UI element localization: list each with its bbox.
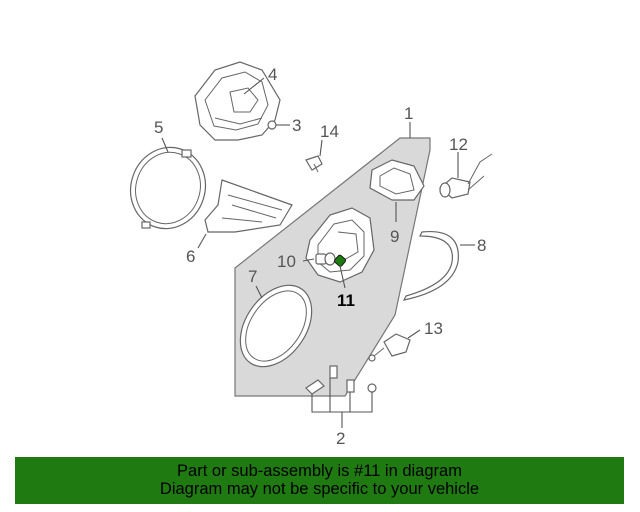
callout-3: 3: [292, 116, 301, 135]
leader-10: [302, 258, 315, 262]
callout-1: 1: [404, 104, 413, 123]
part-lens-7: [239, 284, 313, 368]
part-highlighted-11: [334, 254, 347, 267]
leader-4: [243, 77, 265, 95]
banner-line-2: Diagram may not be specific to your vehi…: [159, 480, 480, 498]
callout-7: 7: [248, 267, 257, 286]
part-socket-12: [439, 153, 493, 199]
part-bulb-10: [315, 252, 336, 266]
leader-11: [339, 265, 346, 289]
part-bracket: [204, 179, 293, 233]
info-banner: Part or sub-assembly is #11 in diagram D…: [15, 457, 624, 504]
callout-2: 2: [336, 429, 345, 448]
exploded-parts-diagram: 1 2 3 4 5 6 7 8 9 10 11 12 13 14: [129, 61, 493, 448]
callout-4: 4: [268, 65, 277, 84]
part-ring: [129, 146, 207, 230]
callout-6: 6: [186, 247, 195, 266]
callout-14: 14: [320, 122, 339, 141]
part-fasteners-2: [305, 365, 377, 428]
callout-13: 13: [424, 319, 443, 338]
callout-5: 5: [154, 118, 163, 137]
leader-5: [161, 137, 169, 153]
callout-10: 10: [277, 252, 296, 271]
part-trim-8: [402, 230, 459, 301]
part-holder-9: [369, 159, 425, 201]
banner-line-1: Part or sub-assembly is #11 in diagram: [177, 462, 462, 480]
leader-7: [255, 285, 263, 299]
callout-12: 12: [449, 135, 468, 154]
leader-14: [319, 139, 323, 157]
callout-9: 9: [390, 227, 399, 246]
callout-11: 11: [337, 291, 355, 310]
callout-8: 8: [477, 236, 486, 255]
leader-13: [407, 329, 421, 339]
part-connector-13: [368, 333, 411, 362]
part-screw-14: [305, 155, 323, 173]
leader-6: [197, 233, 207, 249]
